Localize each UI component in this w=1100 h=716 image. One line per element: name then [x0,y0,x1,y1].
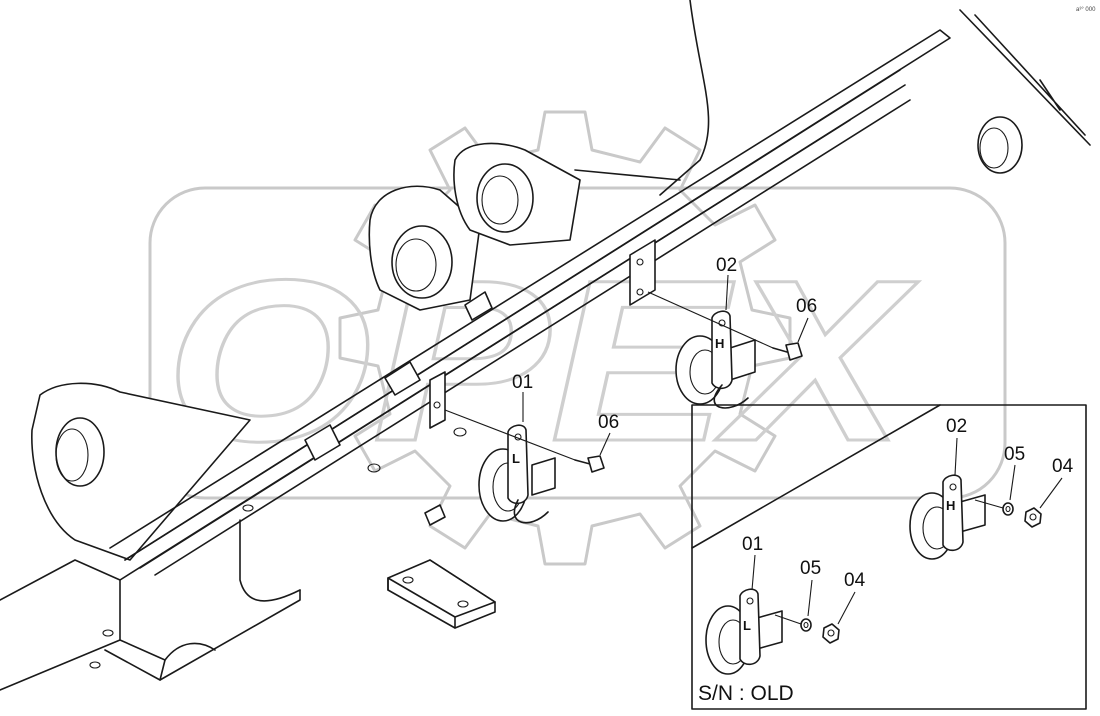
frame-assembly [0,0,1091,691]
corner-mark: a³° 000 [1076,7,1096,13]
horn-letter-low-inset: L [743,618,751,633]
left-bracket-hole [55,417,105,487]
nut-inset-b [822,623,840,644]
callout-01-main: 01 [512,372,533,393]
horn-low-main: L [478,424,556,524]
horn-low-inset: L [705,588,783,675]
nut-inset-a [1024,507,1042,528]
horn-letter-high-inset: H [946,498,955,513]
callout-02-inset: 02 [946,416,967,437]
upper-frame-edge [574,0,710,196]
callout-04-inset-b: 04 [844,570,866,591]
horn-letter-high-main: H [715,336,724,351]
right-frame-hole [977,116,1023,174]
watermark-gear [338,110,792,566]
frame-bottom-plate [0,559,301,691]
callout-01-inset: 01 [742,534,763,555]
right-frame [959,9,1091,146]
washer-inset-a [1002,502,1014,516]
mount-bracket-upper [629,239,656,306]
horn-high-main: H [675,310,756,409]
leader-lines-inset [751,437,1063,625]
callout-06-b: 06 [796,296,817,317]
horn-high-inset: H [909,474,986,560]
block-pad [387,559,496,629]
callout-04-inset-a: 04 [1052,456,1074,477]
inset-serial-label: S/N : OLD [698,682,794,705]
leader-lines-main [444,274,809,461]
bolt-main-a [574,455,605,473]
watermark-text: OPEX [165,232,918,489]
callout-05-inset-a: 05 [1004,444,1025,465]
washer-inset-b [800,618,812,632]
callout-02-main: 02 [716,255,737,276]
callout-06-a: 06 [598,412,619,433]
bolt-main-b [772,342,803,361]
mount-bracket-lower [429,371,446,429]
callout-05-inset-b: 05 [800,558,821,579]
inset-box [691,404,1087,710]
horn-letter-low-main: L [512,451,520,466]
